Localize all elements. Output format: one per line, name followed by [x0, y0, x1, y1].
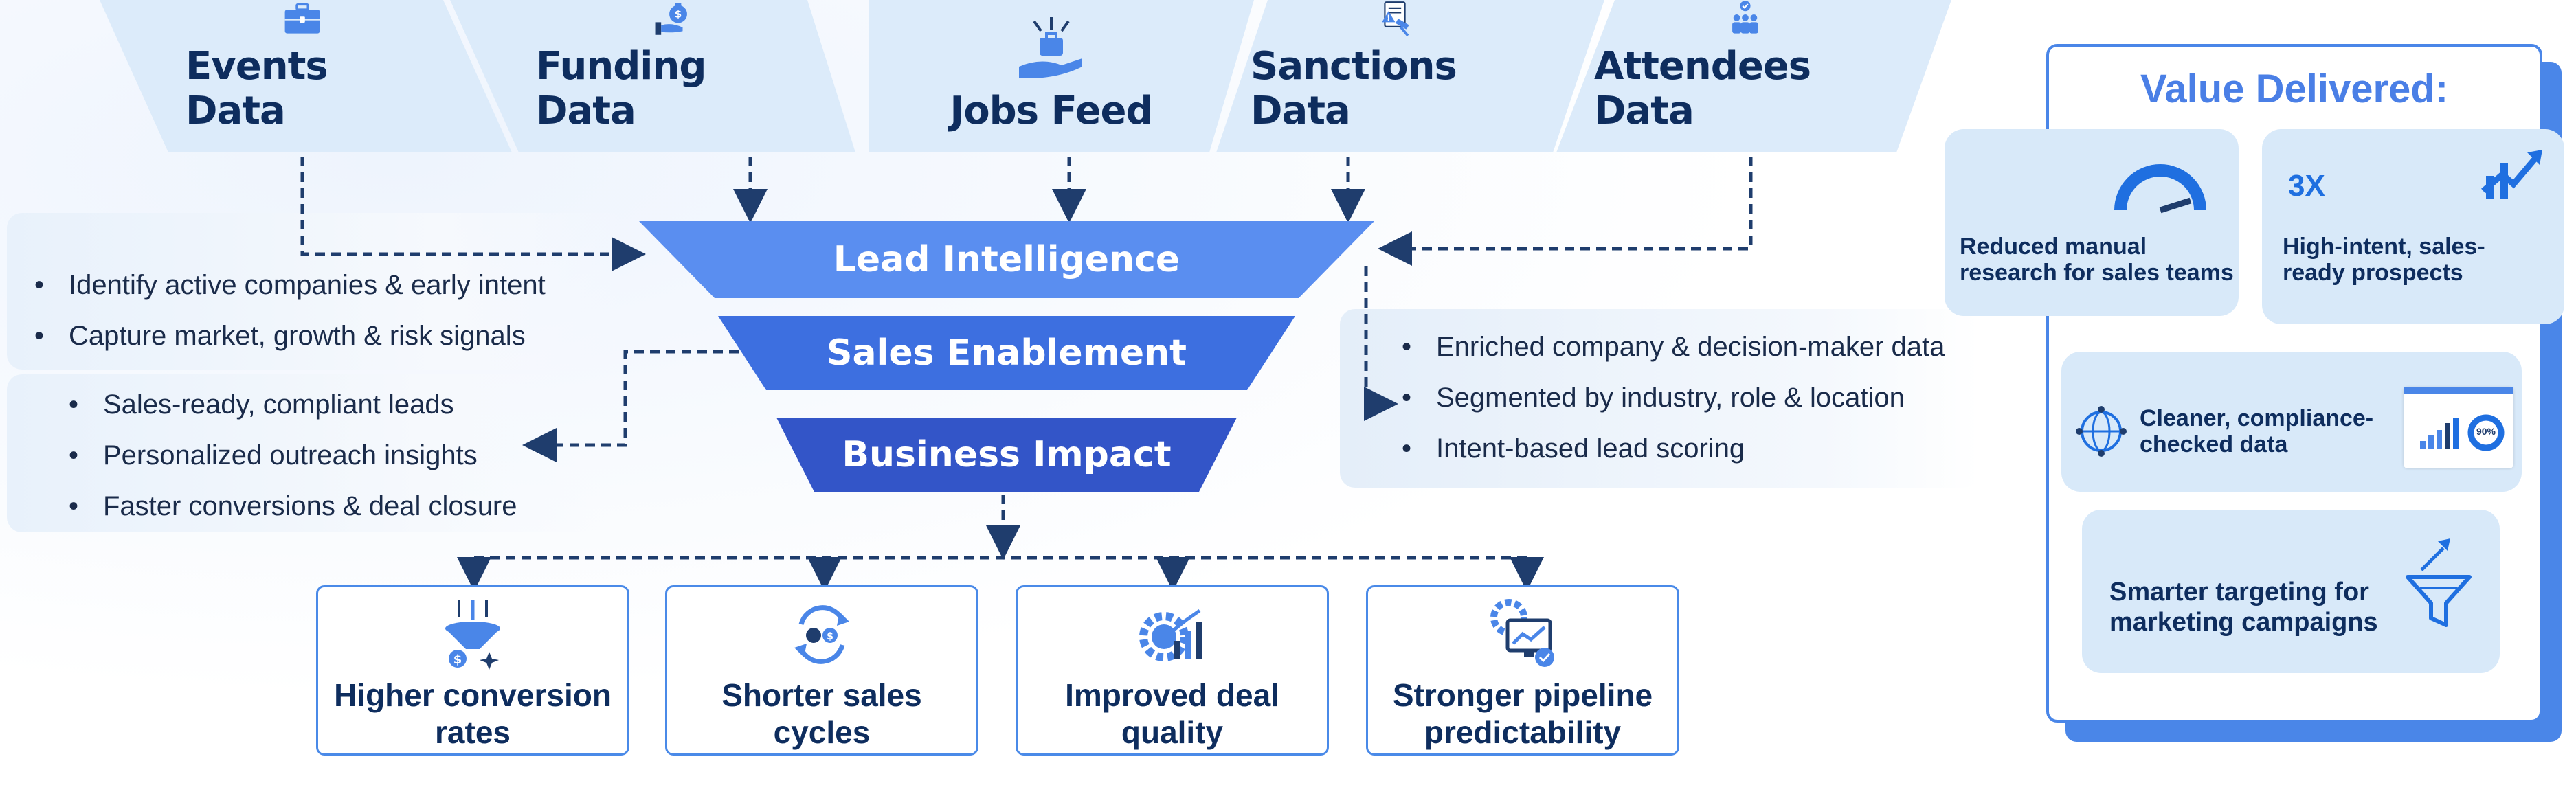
right-bullets: Enriched company & decision-maker data S…: [1402, 321, 1945, 474]
source-sanctions: ! Sanctions Data: [1251, 0, 1539, 152]
value-tile-high-intent: [2262, 129, 2564, 324]
svg-text:$: $: [453, 653, 462, 667]
funnel-label-sales-enablement: Sales Enablement: [827, 332, 1187, 374]
bullet-item: Enriched company & decision-maker data: [1402, 321, 1945, 372]
bullet-item: Sales-ready, compliant leads: [69, 379, 517, 430]
money-bag-hand-icon: $: [655, 3, 687, 35]
source-label: Attendees Data: [1594, 44, 1811, 133]
value-tile-text: High-intent, sales-ready prospects: [2283, 234, 2485, 286]
funnel-label-lead-intelligence: Lead Intelligence: [833, 239, 1180, 280]
briefcase-icon: [284, 3, 320, 34]
mini-dashboard-chart: [2404, 387, 2513, 451]
bullet-item: Faster conversions & deal closure: [69, 481, 517, 532]
source-banner-shapes: [100, 0, 1951, 152]
source-label: Jobs Feed: [950, 89, 1153, 133]
cycle-coins-icon: $: [794, 605, 849, 664]
source-attendees: Attendees Data: [1594, 0, 1896, 152]
gear-chart-icon: [1139, 609, 1202, 661]
svg-text:$: $: [675, 8, 682, 20]
bullet-item: Capture market, growth & risk signals: [34, 310, 546, 361]
funnel-label-business-impact: Business Impact: [842, 434, 1172, 475]
left-bottom-bullets: Sales-ready, compliant leads Personalize…: [69, 379, 517, 532]
left-top-bullets: Identify active companies & early intent…: [34, 260, 546, 361]
people-check-icon: [1732, 1, 1758, 34]
source-funding: $ Funding Data: [536, 0, 811, 152]
value-title: Value Delivered:: [2140, 67, 2449, 111]
source-jobs: Jobs Feed: [921, 0, 1182, 152]
bullet-item: Intent-based lead scoring: [1402, 423, 1945, 474]
bullet-item: Segmented by industry, role & location: [1402, 372, 1945, 423]
document-gavel-icon: !: [1382, 1, 1409, 37]
hand-briefcase-icon: [1019, 17, 1082, 78]
banner-shape-jobs: [869, 0, 1254, 152]
source-label: Events Data: [186, 44, 328, 133]
funnel-stage-lead-intelligence: [639, 221, 1374, 298]
banner-shape-sanctions: [1216, 0, 1604, 152]
gauge-icon: [2114, 164, 2206, 214]
funnel-stage-business-impact: [776, 418, 1237, 492]
value-tile-reduced-research: [1945, 129, 2239, 316]
value-badge-3x: 3X: [2288, 169, 2325, 203]
value-tile-text: Cleaner, compliance-checked data: [2140, 405, 2374, 457]
mini-badge: 90%: [2476, 426, 2496, 437]
bullet-item: Identify active companies & early intent: [34, 260, 546, 310]
banner-shape-funding: [450, 0, 855, 152]
banner-shape-attendees: [1556, 0, 1951, 152]
source-label: Sanctions Data: [1251, 44, 1457, 133]
gear-monitor-icon: [1490, 599, 1554, 667]
source-label: Funding Data: [536, 44, 706, 133]
mini-dashboard: 90%: [2404, 387, 2513, 468]
banner-shape-events: [100, 0, 512, 152]
globe-network-icon: [2076, 406, 2127, 457]
svg-text:$: $: [827, 631, 833, 642]
conversion-funnel-icon: $: [445, 600, 500, 670]
svg-text:!: !: [1387, 13, 1390, 23]
flow-arrows: [300, 157, 1753, 591]
value-tile-smarter-targeting: [2082, 510, 2500, 673]
funnel-stage-sales-enablement: [718, 316, 1295, 390]
funnel-arrow-icon: [2406, 538, 2472, 627]
bullet-item: Personalized outreach insights: [69, 430, 517, 481]
source-events: Events Data: [186, 0, 419, 152]
growth-chart-icon: [2481, 150, 2542, 199]
